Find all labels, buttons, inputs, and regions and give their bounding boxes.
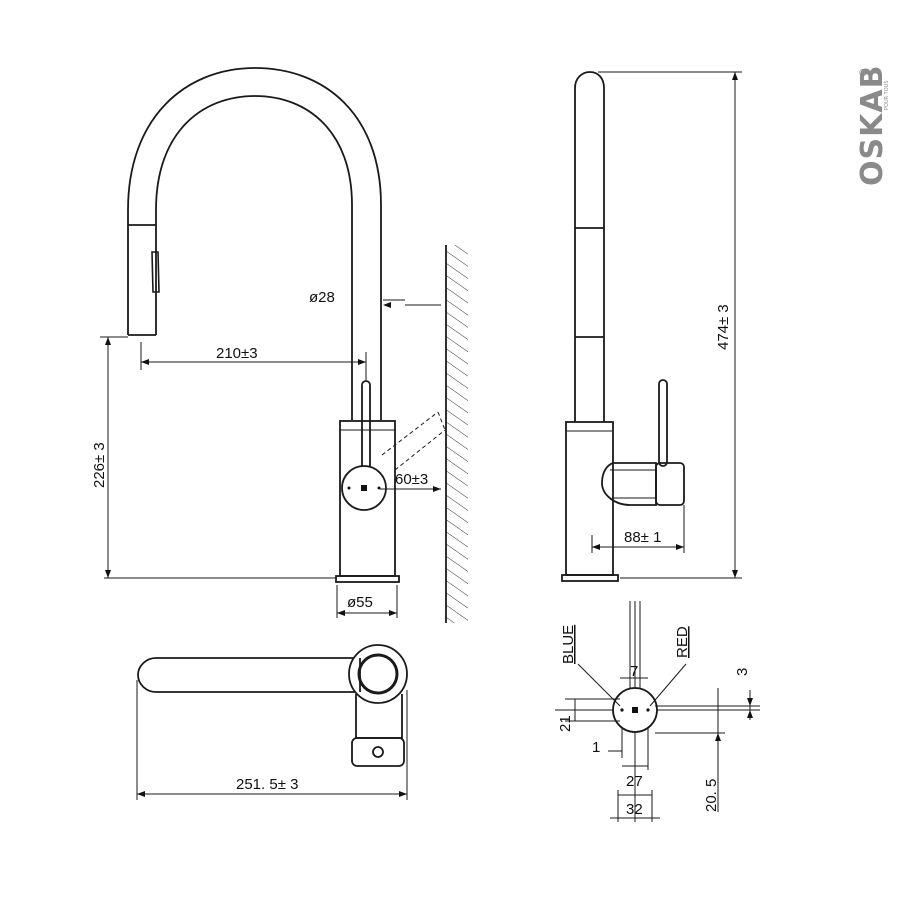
dim-total-length: 251. 5± 3 xyxy=(236,776,298,793)
spray-button-icon xyxy=(151,251,160,293)
top-spout xyxy=(137,657,361,693)
side-body xyxy=(565,421,614,576)
dim-spout-height: 226± 3 xyxy=(91,442,108,488)
side-handle-block xyxy=(601,462,657,506)
side-view: 474± 3 88± 1 xyxy=(561,71,742,582)
side-pipe xyxy=(574,71,605,422)
base-plate xyxy=(335,575,400,583)
dim-handle-reach: 88± 1 xyxy=(624,529,661,546)
dim-20-5: 20. 5 xyxy=(703,779,720,812)
dim-total-height: 474± 3 xyxy=(715,304,732,350)
label-red: RED xyxy=(674,626,691,658)
side-lever xyxy=(658,379,668,467)
dim-7: 7 xyxy=(630,663,638,680)
logo-text: OSKAB xyxy=(855,65,890,186)
dim-pipe-diameter: ø28 xyxy=(309,289,335,306)
dim-32: 32 xyxy=(626,801,643,818)
dim-27: 27 xyxy=(626,773,643,790)
top-view: 251. 5± 3 xyxy=(136,644,408,800)
logo-tagline: POUR TOUS xyxy=(884,81,890,111)
dim-base-diameter: ø55 xyxy=(347,594,373,611)
lever-handle xyxy=(361,380,371,472)
dim-wall-offset: 60±3 xyxy=(395,471,428,488)
dim-21: 21 xyxy=(557,715,574,732)
label-blue: BLUE xyxy=(560,625,577,664)
wall-hatch xyxy=(446,245,468,623)
brand-logo: OSKAB ® POUR TOUS xyxy=(855,65,890,186)
dim-3: 3 xyxy=(734,668,751,676)
spout-outer xyxy=(127,67,382,420)
hole-detail: BLUE RED 7 3 21 1 27 20. 5 32 xyxy=(555,601,760,822)
spout-inner xyxy=(155,95,353,420)
dim-1: 1 xyxy=(592,739,600,756)
front-view: ø28 210±3 226± 3 60±3 ø55 xyxy=(91,67,468,623)
registered-mark: ® xyxy=(858,68,868,79)
dim-spout-reach: 210±3 xyxy=(216,345,258,362)
